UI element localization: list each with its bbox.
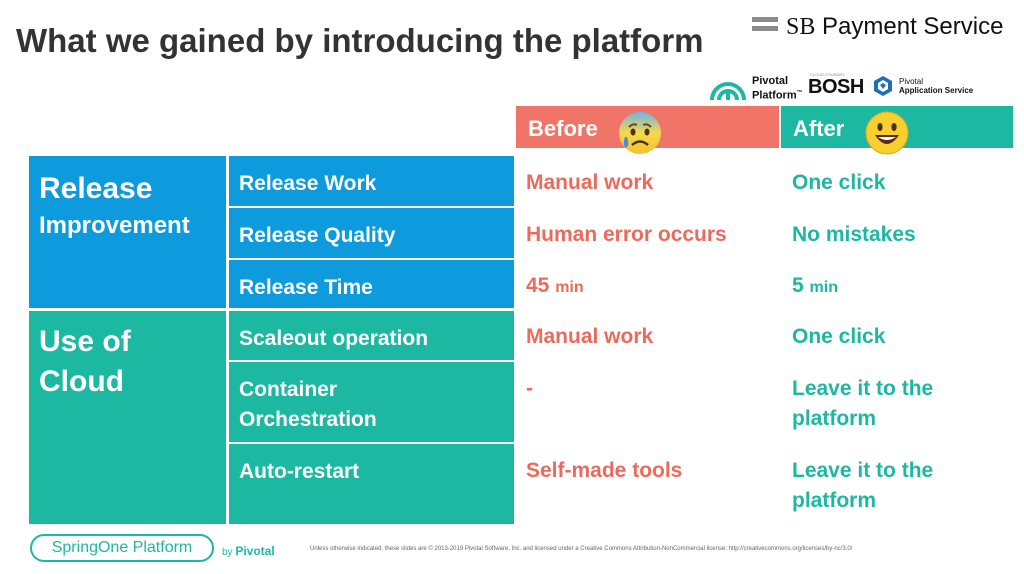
after-scaleout: One click — [792, 325, 886, 348]
row-label-scaleout: Scaleout operation — [229, 311, 514, 360]
after-auto-restart: Leave it to the platform — [792, 459, 934, 512]
before-scaleout: Manual work — [526, 325, 654, 348]
smiling-face-icon — [865, 111, 909, 155]
before-auto-restart: Self-made tools — [526, 459, 683, 482]
pivotal-platform-logo: Pivotal Platform™ — [752, 75, 803, 102]
header-after: After — [781, 106, 1013, 155]
group-label-line: Improvement — [39, 212, 190, 239]
before-release-work: Manual work — [526, 171, 654, 194]
bosh-logo: BOSH — [808, 76, 864, 98]
row-label-auto-restart: Auto-restart — [229, 444, 514, 524]
header-before: Before — [516, 106, 779, 154]
pas-logo: Pivotal Application Service — [899, 77, 974, 95]
after-release-time: 5 min — [792, 274, 838, 297]
bosh-caption: CLOUD FOUNDRY — [810, 72, 845, 77]
springone-platform-logo: SpringOne Platform — [30, 534, 214, 562]
slide-title: What we gained by introducing the platfo… — [16, 22, 704, 59]
group-label-line: Use of — [39, 325, 131, 358]
before-container-orchestration: - — [526, 377, 533, 400]
sb-logo-mark — [752, 17, 778, 35]
sb-logo-text: SB Payment Service — [786, 13, 1004, 40]
pivotal-platform-icon — [710, 82, 746, 101]
legal-notice: Unless otherwise indicated, these slides… — [310, 546, 853, 552]
group-use-of-cloud: Use of Cloud — [29, 311, 226, 524]
after-container-orchestration: Leave it to the platform — [792, 377, 934, 430]
before-release-time: 45 min — [526, 274, 584, 297]
pas-icon — [874, 76, 892, 96]
anxious-face-icon — [619, 112, 661, 154]
row-label-container-orchestration: Container Orchestration — [229, 362, 514, 442]
by-pivotal-logo: by Pivotal — [222, 544, 275, 558]
group-release-improvement: Release Improvement — [29, 156, 226, 308]
before-release-quality: Human error occurs — [526, 223, 727, 246]
row-label-release-work: Release Work — [229, 156, 514, 206]
group-label-line: Release — [39, 172, 153, 205]
row-label-release-time: Release Time — [229, 260, 514, 308]
row-label-release-quality: Release Quality — [229, 208, 514, 258]
group-label-line: Cloud — [39, 365, 124, 398]
after-release-work: One click — [792, 171, 886, 194]
after-release-quality: No mistakes — [792, 223, 916, 246]
